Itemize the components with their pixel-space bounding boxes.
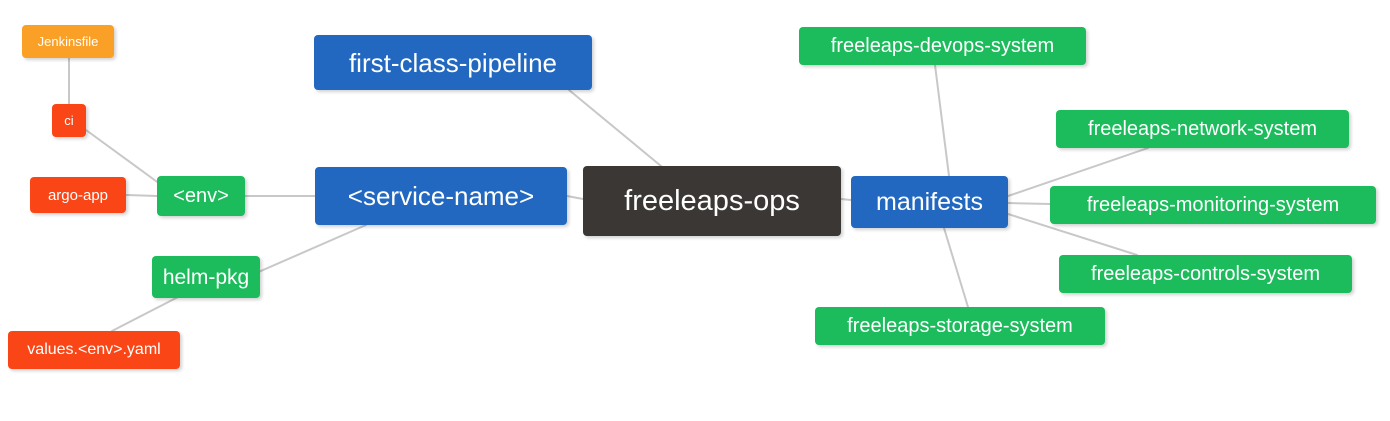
edge-manifests-to-monitoring <box>1007 202 1051 205</box>
node-service-name[interactable]: <service-name> <box>315 167 567 225</box>
node-values-yaml[interactable]: values.<env>.yaml <box>8 331 180 369</box>
edge-helm-pkg-to-values-yaml <box>111 295 181 332</box>
node-devops[interactable]: freeleaps-devops-system <box>799 27 1086 65</box>
edge-ci-to-env <box>85 129 161 185</box>
node-label-storage: freeleaps-storage-system <box>847 315 1073 337</box>
node-jenkinsfile[interactable]: Jenkinsfile <box>22 25 114 58</box>
node-label-network: freeleaps-network-system <box>1088 118 1317 140</box>
node-label-jenkinsfile: Jenkinsfile <box>37 34 99 49</box>
node-monitoring[interactable]: freeleaps-monitoring-system <box>1050 186 1376 224</box>
edge-service-name-to-freeleaps-ops <box>566 195 584 200</box>
node-label-values-yaml: values.<env>.yaml <box>27 341 161 358</box>
edge-freeleaps-ops-to-manifests <box>840 198 852 201</box>
node-first-class[interactable]: first-class-pipeline <box>314 35 592 90</box>
node-label-env: <env> <box>173 185 229 207</box>
node-freeleaps-ops[interactable]: freeleaps-ops <box>583 166 841 236</box>
node-label-devops: freeleaps-devops-system <box>830 35 1055 57</box>
node-manifests[interactable]: manifests <box>851 176 1008 228</box>
node-helm-pkg[interactable]: helm-pkg <box>152 256 260 298</box>
edge-manifests-to-devops <box>934 64 950 177</box>
edge-first-class-to-freeleaps-ops <box>568 89 662 167</box>
node-network[interactable]: freeleaps-network-system <box>1056 110 1349 148</box>
node-label-helm-pkg: helm-pkg <box>162 265 250 289</box>
edge-manifests-to-network <box>1007 147 1149 197</box>
node-label-manifests: manifests <box>876 187 983 216</box>
node-label-argo-app: argo-app <box>47 186 109 204</box>
node-label-freeleaps-ops: freeleaps-ops <box>624 184 800 217</box>
node-label-monitoring: freeleaps-monitoring-system <box>1086 194 1340 216</box>
node-controls[interactable]: freeleaps-controls-system <box>1059 255 1352 293</box>
edge-service-name-to-helm-pkg <box>253 224 367 275</box>
node-ci[interactable]: ci <box>52 104 86 137</box>
edge-manifests-to-storage <box>943 227 969 308</box>
node-storage[interactable]: freeleaps-storage-system <box>815 307 1105 345</box>
node-label-first-class: first-class-pipeline <box>348 47 558 78</box>
edge-manifests-to-controls <box>1007 213 1138 256</box>
node-argo-app[interactable]: argo-app <box>30 177 126 213</box>
node-label-controls: freeleaps-controls-system <box>1091 263 1320 285</box>
edge-argo-app-to-env <box>125 194 158 197</box>
node-label-ci: ci <box>64 113 74 128</box>
node-label-service-name: <service-name> <box>347 181 535 211</box>
node-env[interactable]: <env> <box>157 176 245 216</box>
